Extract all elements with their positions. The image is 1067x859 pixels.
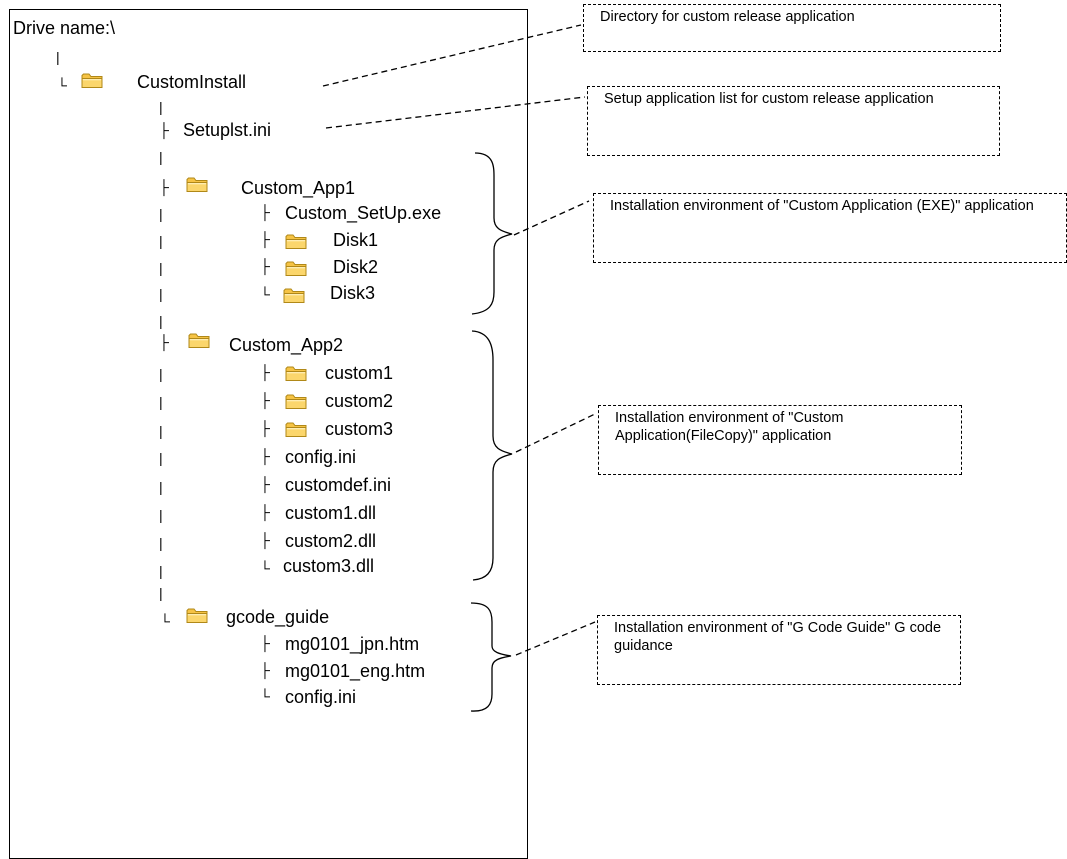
trunk-vbar: | bbox=[159, 313, 163, 329]
app2-item-label: custom1 bbox=[325, 363, 394, 383]
trunk-vbar: | bbox=[159, 479, 163, 495]
folder-icon bbox=[285, 233, 307, 250]
trunk-vbar: | bbox=[159, 450, 163, 466]
trunk-vbar: | bbox=[159, 233, 163, 249]
app2-label: Custom_App2 bbox=[229, 335, 344, 355]
gcode-label: gcode_guide bbox=[226, 607, 330, 627]
trunk-vbar: | bbox=[159, 535, 163, 551]
trunk-vbar: | bbox=[159, 394, 163, 410]
app2-tee: ├ bbox=[159, 334, 169, 350]
gcode-item-label: config.ini bbox=[285, 687, 357, 707]
brace-app2 bbox=[471, 330, 513, 581]
note-filecopy-environment: Installation environment of "Custom Appl… bbox=[598, 405, 962, 475]
brace-app1 bbox=[471, 152, 513, 315]
folder-icon bbox=[285, 393, 307, 410]
app1-item-label: Disk1 bbox=[333, 230, 379, 250]
note-setup-list: Setup application list for custom releas… bbox=[587, 86, 1000, 156]
gcode-item-label: mg0101_eng.htm bbox=[285, 661, 426, 681]
trunk-vbar: | bbox=[159, 423, 163, 439]
folder-icon bbox=[285, 260, 307, 277]
app2-item-tee: ├ bbox=[260, 504, 270, 520]
folder-icon bbox=[81, 72, 103, 89]
app1-tee: ├ bbox=[159, 179, 169, 195]
app1-item-label: Disk2 bbox=[333, 257, 379, 277]
gcode-item-label: mg0101_jpn.htm bbox=[285, 634, 420, 654]
app1-label: Custom_App1 bbox=[241, 178, 356, 198]
leader-filecopy bbox=[515, 412, 598, 453]
app2-item-label: custom2 bbox=[325, 391, 394, 411]
trunk-vbar: | bbox=[159, 260, 163, 276]
drive-label: Drive name:\ bbox=[13, 18, 116, 38]
app1-item-tee: ├ bbox=[260, 231, 270, 247]
app2-item-tee: ├ bbox=[260, 392, 270, 408]
trunk-vbar: | bbox=[159, 366, 163, 382]
app2-item-tee: ├ bbox=[260, 448, 270, 464]
trunk-vbar: | bbox=[159, 286, 163, 302]
app2-item-label: custom3 bbox=[325, 419, 394, 439]
folder-icon bbox=[186, 176, 208, 193]
app2-item-label: custom3.dll bbox=[283, 556, 375, 576]
app2-item-tee: ├ bbox=[260, 420, 270, 436]
folder-icon bbox=[186, 607, 208, 624]
setuplst-label: Setuplst.ini bbox=[183, 120, 272, 140]
trunk-vbar: | bbox=[159, 507, 163, 523]
app1-item-tee: ├ bbox=[260, 204, 270, 220]
gcode-item-tee: ├ bbox=[260, 662, 270, 678]
root-folder-label: CustomInstall bbox=[137, 72, 247, 92]
note-directory: Directory for custom release application bbox=[583, 4, 1001, 52]
leader-directory bbox=[322, 24, 582, 87]
gcode-item-tee: ├ bbox=[260, 635, 270, 651]
note-gcode-environment: Installation environment of "G Code Guid… bbox=[597, 615, 961, 685]
gcode-item-corner: └ bbox=[260, 688, 270, 704]
drive-vbar: | bbox=[56, 49, 60, 65]
app1-item-corner: └ bbox=[260, 286, 270, 302]
app2-item-label: custom1.dll bbox=[285, 503, 377, 523]
app1-item-label: Custom_SetUp.exe bbox=[285, 203, 442, 223]
folder-icon bbox=[285, 365, 307, 382]
trunk-vbar: | bbox=[159, 99, 163, 115]
leader-setup-list bbox=[325, 96, 586, 129]
trunk-vbar: | bbox=[159, 563, 163, 579]
trunk-vbar: | bbox=[159, 206, 163, 222]
app2-item-corner: └ bbox=[260, 560, 270, 576]
folder-icon bbox=[188, 332, 210, 349]
app1-item-label: Disk3 bbox=[330, 283, 376, 303]
app2-item-label: config.ini bbox=[285, 447, 357, 467]
app2-item-tee: ├ bbox=[260, 364, 270, 380]
app1-item-tee: ├ bbox=[260, 258, 270, 274]
brace-gcode bbox=[470, 602, 512, 712]
folder-icon bbox=[285, 421, 307, 438]
leader-exe bbox=[513, 200, 590, 236]
trunk-vbar: | bbox=[159, 585, 163, 601]
trunk-vbar: | bbox=[159, 149, 163, 165]
app2-item-tee: ├ bbox=[260, 532, 270, 548]
app2-item-label: custom2.dll bbox=[285, 531, 377, 551]
leader-gcode bbox=[515, 621, 596, 656]
gcode-corner: └ bbox=[160, 613, 170, 629]
drive-corner: └ bbox=[57, 77, 67, 93]
app2-item-tee: ├ bbox=[260, 476, 270, 492]
folder-icon bbox=[283, 287, 305, 304]
setuplst-tee: ├ bbox=[159, 122, 169, 138]
app2-item-label: customdef.ini bbox=[285, 475, 392, 495]
